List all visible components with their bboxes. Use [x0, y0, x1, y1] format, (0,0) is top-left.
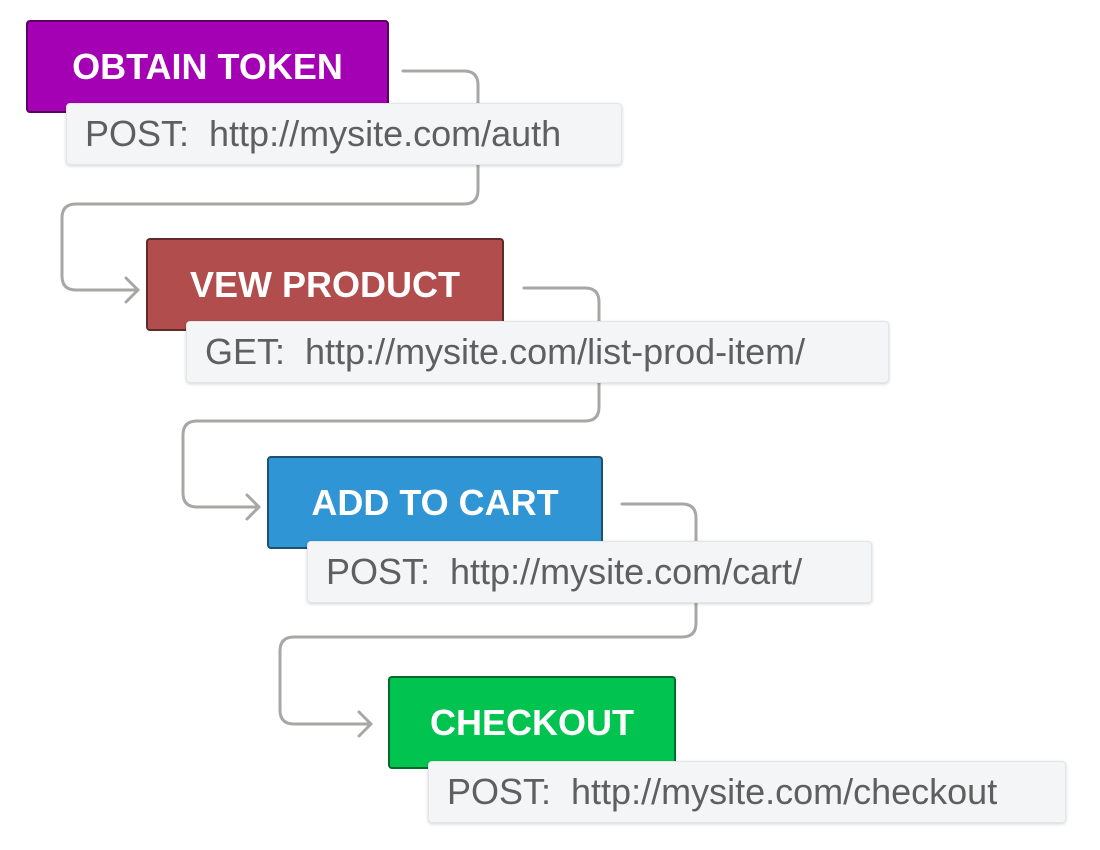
step-box-checkout: CHECKOUT — [388, 676, 676, 769]
http-method: GET: — [205, 331, 286, 372]
endpoint-auth: POST: http://mysite.com/auth — [66, 103, 622, 165]
endpoint-url: http://mysite.com/checkout — [571, 771, 998, 812]
step-label: OBTAIN TOKEN — [72, 45, 343, 87]
arrowhead-3 — [357, 710, 373, 738]
step-label: CHECKOUT — [430, 701, 634, 743]
step-box-view-product: VEW PRODUCT — [146, 238, 504, 331]
http-method: POST: — [447, 771, 552, 812]
connector-lines — [60, 69, 698, 738]
step-box-add-to-cart: ADD TO CART — [267, 456, 603, 549]
endpoint-url: http://mysite.com/auth — [209, 113, 562, 154]
endpoint-cart: POST: http://mysite.com/cart/ — [307, 541, 872, 603]
step-box-obtain-token: OBTAIN TOKEN — [26, 20, 389, 113]
step-label: ADD TO CART — [311, 481, 559, 523]
connector-1-to-2 — [60, 69, 480, 292]
step-label: VEW PRODUCT — [190, 263, 460, 305]
http-method: POST: — [85, 113, 190, 154]
arrowhead-1 — [124, 276, 140, 304]
endpoint-url: http://mysite.com/list-prod-item/ — [305, 331, 806, 372]
arrowhead-2 — [245, 493, 261, 521]
endpoint-url: http://mysite.com/cart/ — [450, 551, 803, 592]
http-method: POST: — [326, 551, 431, 592]
connector-3-to-4 — [278, 502, 698, 726]
connector-2-to-3 — [181, 286, 601, 509]
endpoint-checkout: POST: http://mysite.com/checkout — [428, 761, 1066, 823]
endpoint-list-prod-item: GET: http://mysite.com/list-prod-item/ — [186, 321, 889, 383]
